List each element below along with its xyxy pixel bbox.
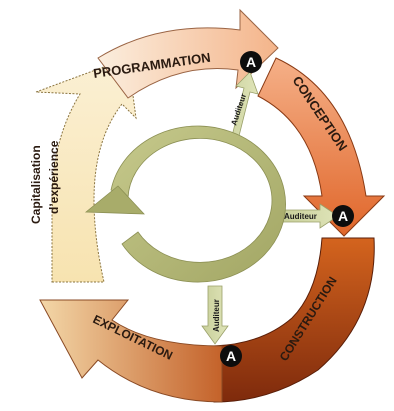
auditor-label-bottom: Auditeur	[212, 299, 221, 332]
exploitation-arrow	[39, 299, 223, 403]
auditor-connector-bottom: Auditeur	[201, 285, 229, 345]
label-capitalisation-1: Capitalisation	[29, 145, 43, 224]
auditor-badge-top: A	[240, 51, 262, 73]
center-label-smo: Référentiel SMO	[146, 185, 254, 201]
center-ring-arrowhead	[84, 185, 145, 215]
label-capitalisation-2: d’expérience	[47, 140, 61, 214]
auditor-badge-bottom: A	[220, 345, 242, 367]
conception-arrow	[257, 57, 386, 237]
auditor-badge-right: A	[332, 205, 354, 227]
capitalisation-arrow	[35, 57, 137, 283]
center-label-qeb: Référentiel QEB	[147, 211, 254, 227]
badge-letter-right: A	[338, 208, 348, 224]
badge-letter-bottom: A	[226, 348, 236, 364]
auditor-label-right: Auditeur	[284, 212, 317, 221]
auditor-connector-right: Auditeur	[279, 203, 339, 229]
construction-arrow	[213, 237, 375, 403]
badge-letter-top: A	[246, 54, 256, 70]
programmation-arrow	[97, 8, 279, 99]
center-ring	[110, 125, 286, 283]
referentiel-cycle: Référentiel SMO Référentiel QEB	[84, 125, 286, 283]
